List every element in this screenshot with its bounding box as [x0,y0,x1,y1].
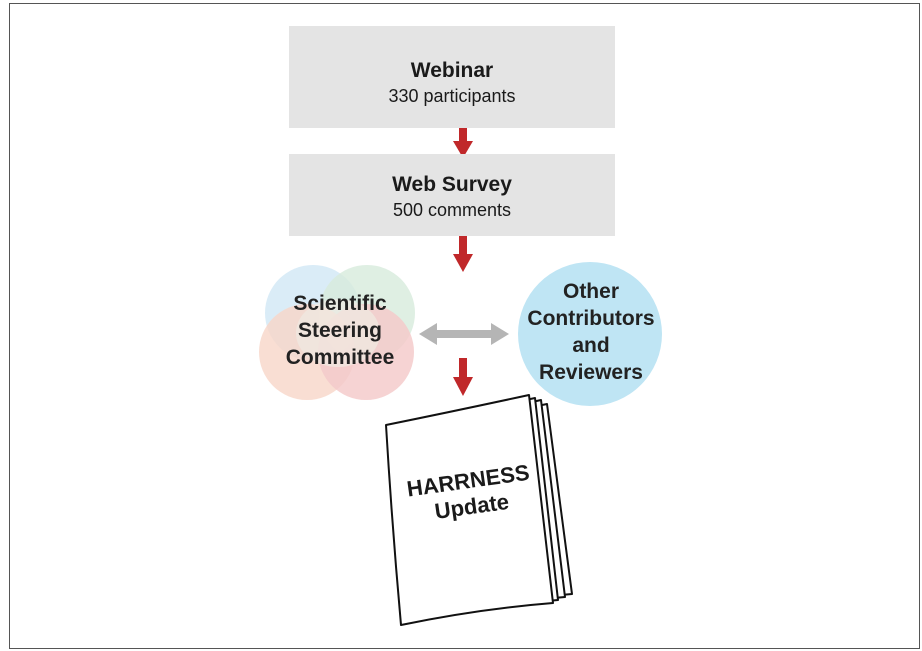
others-line-2: Contributors [527,307,655,330]
steering-line-3: Committee [285,346,395,369]
flow-arrow-2 [453,235,473,272]
others-line-3: and [572,334,610,357]
web-survey-box: Web Survey 500 comments [289,154,615,236]
document-icon [385,394,573,626]
venn-center [296,299,380,367]
flow-arrow-1 [453,124,473,158]
flow-arrow-3 [453,358,473,396]
other-contributors-circle [518,262,662,406]
other-contributors-label: Other Contributors and Reviewers [516,278,666,386]
others-line-1: Other [562,280,619,303]
others-line-4: Reviewers [539,361,643,384]
steering-committee-circles [259,265,415,400]
webinar-participants: 330 participants [388,86,516,106]
web-survey-title: Web Survey [392,173,512,196]
webinar-box: Webinar 330 participants [289,26,615,128]
steering-committee-label: Scientific Steering Committee [255,290,425,371]
document-page-front [385,394,554,626]
double-arrow [419,323,509,345]
steering-line-2: Steering [297,319,383,342]
webinar-title: Webinar [410,59,494,82]
web-survey-comments: 500 comments [392,200,512,220]
steering-line-1: Scientific [293,292,387,315]
